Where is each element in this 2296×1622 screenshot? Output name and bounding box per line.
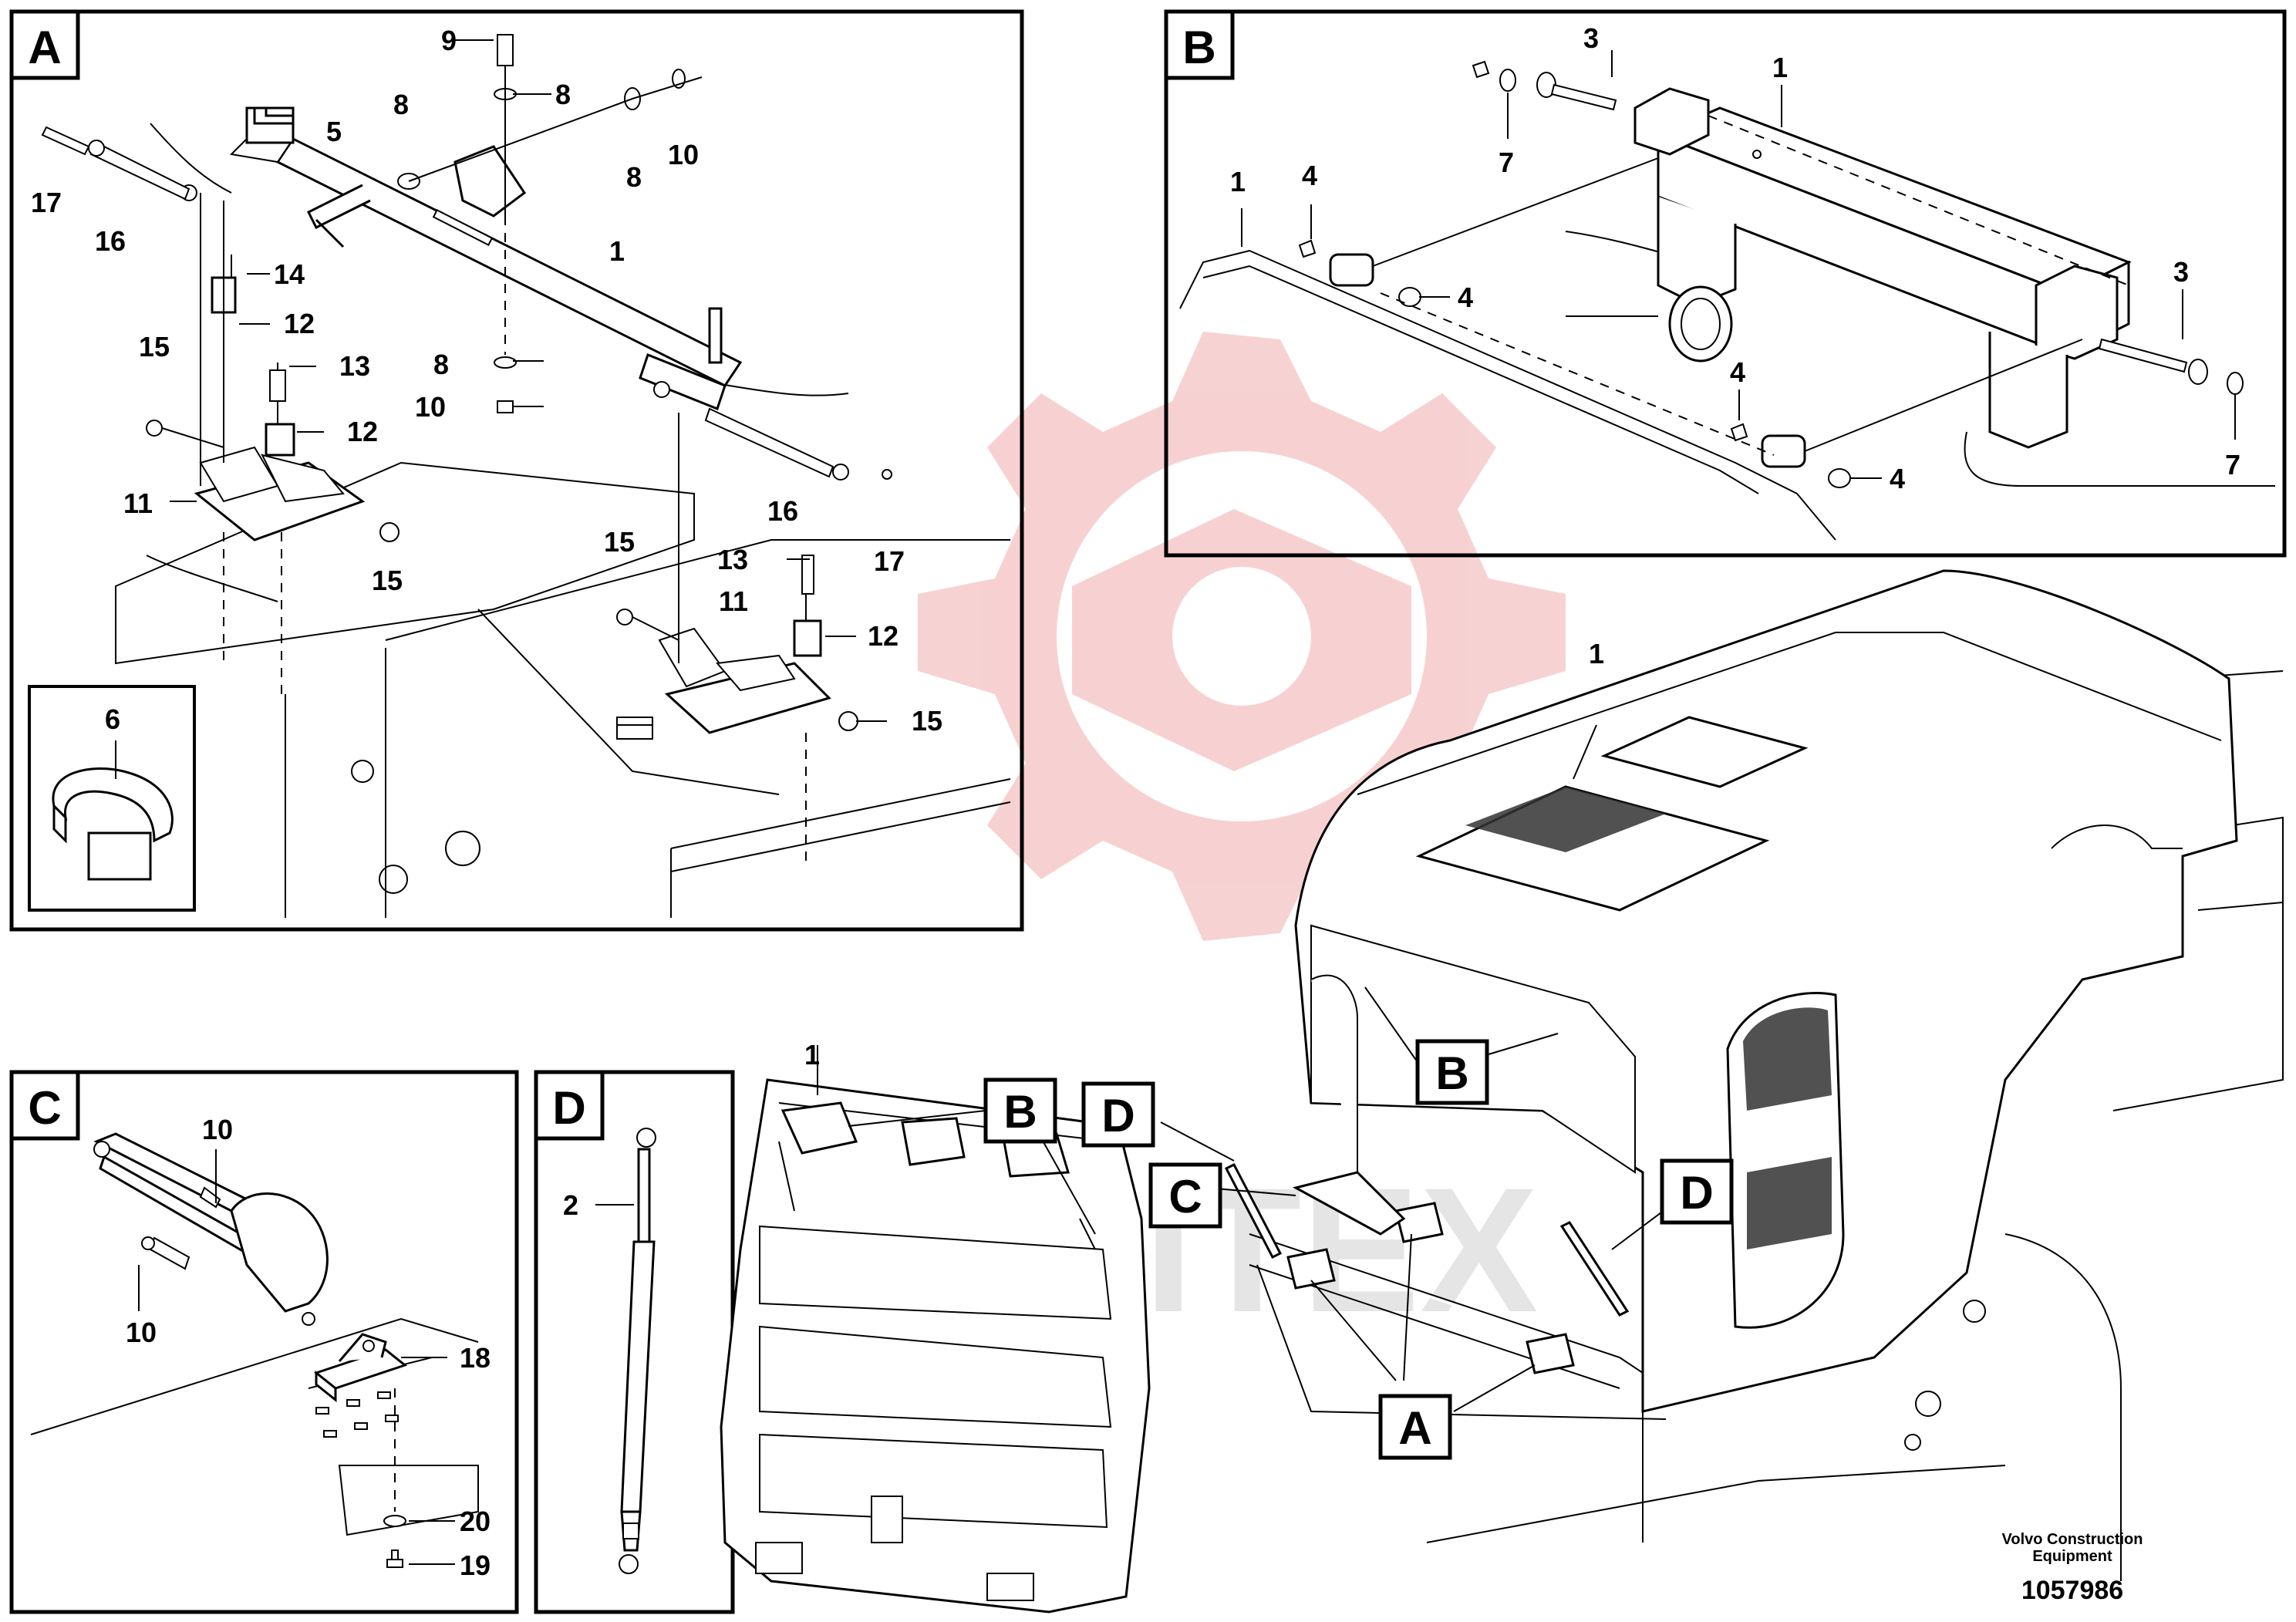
label-1: 1 bbox=[1230, 166, 1246, 197]
callout-a: A bbox=[1398, 1402, 1431, 1454]
label-17: 17 bbox=[31, 187, 62, 218]
leader-lines-b bbox=[1241, 50, 2236, 479]
label-15: 15 bbox=[604, 526, 635, 558]
company-name: Volvo Construction bbox=[2001, 1531, 2143, 1548]
label-10: 10 bbox=[126, 1317, 157, 1348]
label-10: 10 bbox=[668, 139, 699, 170]
label-10: 10 bbox=[202, 1114, 233, 1145]
panel-b-letter: B bbox=[1182, 22, 1215, 73]
label-12: 12 bbox=[868, 620, 899, 652]
label-12: 12 bbox=[284, 308, 315, 339]
callout-d: D bbox=[1101, 1090, 1135, 1141]
callout-b: B bbox=[1435, 1047, 1468, 1099]
part-bracket-top bbox=[453, 145, 527, 218]
footer: Volvo Construction Equipment 1057986 bbox=[1972, 1531, 2173, 1606]
watermark-logo bbox=[918, 332, 1566, 941]
label-9: 9 bbox=[441, 25, 457, 56]
labels-panel-b: 3 1 7 1 4 4 3 4 7 4 bbox=[1230, 22, 2240, 494]
label-13: 13 bbox=[339, 350, 370, 382]
label-16: 16 bbox=[767, 495, 798, 527]
label-11: 11 bbox=[123, 487, 153, 519]
label-19: 19 bbox=[460, 1549, 491, 1581]
label-6: 6 bbox=[105, 703, 120, 735]
label-8: 8 bbox=[555, 79, 571, 110]
label-5: 5 bbox=[326, 116, 342, 147]
label-4: 4 bbox=[1730, 356, 1745, 388]
label-12: 12 bbox=[347, 416, 378, 447]
bolt-19 bbox=[386, 1549, 403, 1568]
label-8: 8 bbox=[393, 89, 409, 120]
part-u-bolt bbox=[306, 184, 371, 248]
inset-clamp bbox=[28, 685, 196, 912]
part-pin-right bbox=[704, 407, 892, 481]
label-7: 7 bbox=[2225, 449, 2240, 481]
label-14: 14 bbox=[274, 258, 305, 290]
company-name-line2: Equipment bbox=[2032, 1548, 2112, 1565]
main-hood-cover bbox=[720, 1078, 1151, 1614]
callout-c: C bbox=[1168, 1171, 1202, 1222]
part-beam bbox=[1633, 87, 2132, 449]
label-4: 4 bbox=[1890, 463, 1905, 494]
callout-b: B bbox=[1003, 1086, 1037, 1138]
frame-drawing bbox=[115, 123, 1011, 918]
leader-lines-c bbox=[138, 1149, 455, 1565]
label-8: 8 bbox=[626, 161, 642, 193]
labels-panel-a: 9 8 8 8 10 5 17 16 1 14 12 15 13 8 10 12… bbox=[31, 25, 942, 737]
panel-c-letter: C bbox=[28, 1082, 61, 1134]
panel-d: D 2 bbox=[534, 1070, 735, 1614]
callouts-main: A B B C D D 1 1 bbox=[804, 638, 1734, 1460]
part-hardware-b bbox=[1298, 60, 2244, 488]
label-16: 16 bbox=[95, 225, 126, 257]
label-3: 3 bbox=[2173, 256, 2189, 288]
part-bracket-18 bbox=[313, 1333, 408, 1403]
drawing-number: 1057986 bbox=[2021, 1576, 2124, 1605]
label-13: 13 bbox=[717, 544, 748, 575]
label-20: 20 bbox=[460, 1506, 491, 1537]
hood-edge bbox=[1179, 249, 1836, 541]
label-1: 1 bbox=[1589, 638, 1604, 669]
label-15: 15 bbox=[912, 705, 942, 737]
part-latch-left bbox=[146, 255, 400, 542]
washer-20 bbox=[383, 1515, 406, 1527]
label-7: 7 bbox=[1499, 147, 1514, 178]
label-15: 15 bbox=[372, 565, 403, 596]
label-8: 8 bbox=[433, 349, 449, 380]
callout-d: D bbox=[1680, 1167, 1713, 1219]
label-17: 17 bbox=[874, 545, 905, 577]
labels-panel-c: 10 10 18 20 19 bbox=[126, 1114, 491, 1581]
panel-c: C bbox=[9, 1070, 519, 1614]
panel-b: B bbox=[1164, 9, 2287, 558]
part-latch-right bbox=[616, 555, 858, 740]
part-latch-handle bbox=[93, 1132, 329, 1326]
label-1: 1 bbox=[1772, 52, 1788, 83]
part-cross-bar bbox=[180, 106, 743, 410]
label-1: 1 bbox=[609, 235, 625, 267]
label-15: 15 bbox=[139, 331, 170, 363]
part-pin-left bbox=[41, 126, 190, 201]
label-3: 3 bbox=[1583, 22, 1599, 54]
panel-a: A bbox=[9, 9, 1024, 932]
label-4: 4 bbox=[1458, 282, 1473, 313]
label-1: 1 bbox=[804, 1039, 820, 1071]
label-4: 4 bbox=[1302, 160, 1317, 191]
part-gas-strut bbox=[619, 1128, 656, 1574]
panel-a-letter: A bbox=[28, 22, 61, 73]
main-machine bbox=[1224, 569, 2284, 1581]
leader-lines-a bbox=[170, 39, 887, 864]
label-10: 10 bbox=[415, 391, 446, 423]
label-11: 11 bbox=[719, 585, 748, 617]
floor-slots bbox=[315, 1391, 399, 1438]
label-2: 2 bbox=[563, 1189, 578, 1221]
label-18: 18 bbox=[460, 1342, 491, 1374]
panel-d-letter: D bbox=[552, 1082, 585, 1134]
